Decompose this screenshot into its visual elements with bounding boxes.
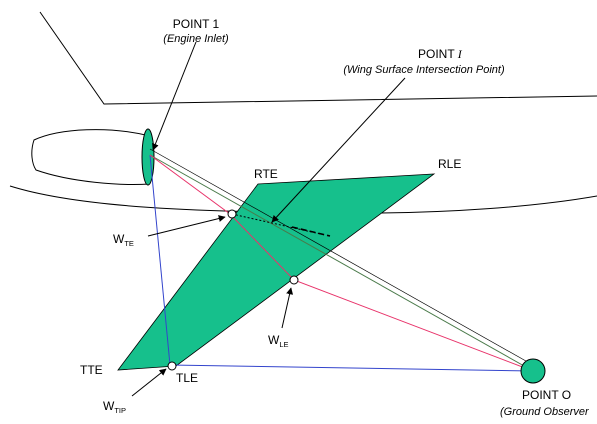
point-i-title: POINT I xyxy=(418,47,463,61)
point-w-tip xyxy=(167,361,177,371)
fuselage-upper-line xyxy=(39,11,597,105)
label-w-te: WTE xyxy=(113,232,134,248)
line-inlet-to-observer-pink xyxy=(149,154,534,372)
point-w-te xyxy=(227,209,237,219)
line-tip-to-observer xyxy=(169,364,534,372)
arrow-point-i xyxy=(271,77,406,223)
line-inlet-to-tip xyxy=(149,154,171,366)
label-rte: RTE xyxy=(254,167,278,181)
line-inlet-to-observer-black xyxy=(149,148,534,366)
point-i-subtitle: (Wing Surface Intersection Point) xyxy=(343,64,505,76)
line-inlet-to-observer-green xyxy=(149,154,534,372)
label-tte: TTE xyxy=(80,363,103,377)
point-w-le xyxy=(289,275,299,285)
point-o-subtitle: (Ground Observer xyxy=(500,406,590,418)
point-o-title: POINT O xyxy=(522,388,571,402)
intersection-dashed-line-bold xyxy=(291,226,331,237)
label-rle: RLE xyxy=(438,157,461,171)
ground-observer-marker xyxy=(520,358,546,384)
label-w-tip: WTIP xyxy=(103,399,126,415)
point1-subtitle: (Engine Inlet) xyxy=(163,33,229,45)
arrow-w-le xyxy=(281,287,294,329)
engine-nacelle xyxy=(31,129,151,185)
label-w-le: WLE xyxy=(268,333,289,349)
arrow-w-te xyxy=(147,215,226,237)
label-tle: TLE xyxy=(176,371,198,385)
point1-title: POINT 1 xyxy=(173,17,220,31)
arrow-point1 xyxy=(152,41,197,151)
arrow-w-tip xyxy=(131,368,167,397)
